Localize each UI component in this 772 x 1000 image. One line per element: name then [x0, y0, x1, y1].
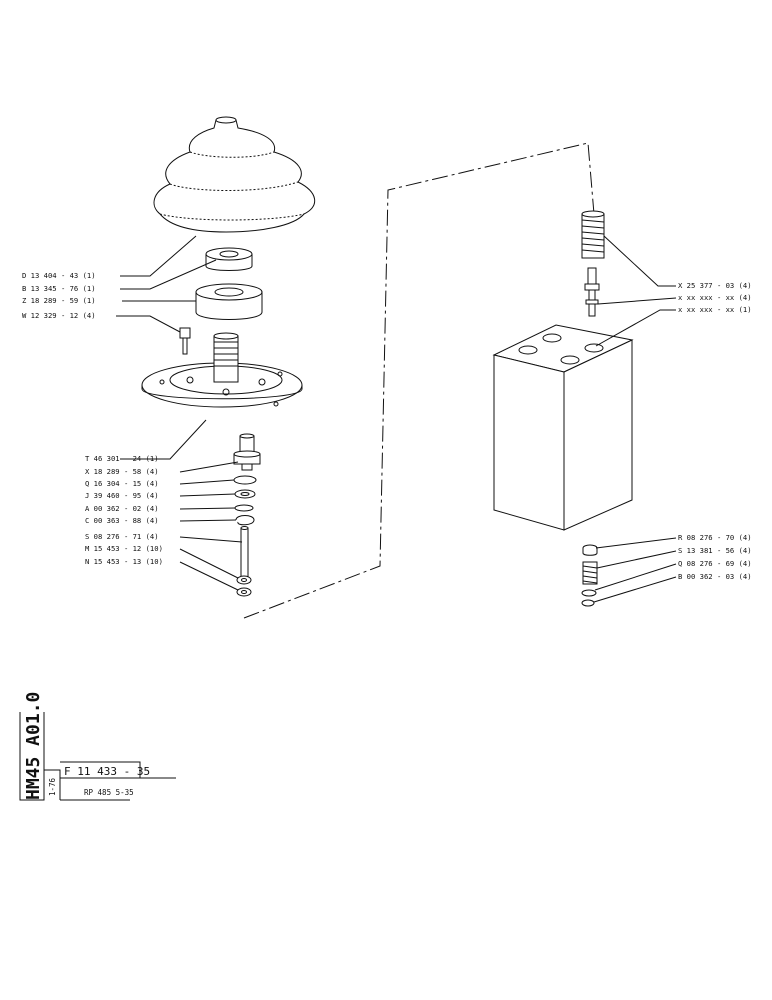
o-ring-part: [233, 475, 257, 485]
label-b-13-345-76: B 13 345 - 76 (1): [22, 284, 96, 293]
label-b-00-362-03: B 00 362 - 03 (4): [678, 572, 752, 581]
date-code: 1-76: [48, 777, 57, 796]
label-t-46-301-24: T 46 301 - 24 (1): [85, 454, 159, 463]
label-j-39-460-95: J 39 460 - 95 (4): [85, 491, 159, 500]
seat-part: [581, 589, 597, 597]
nut-small-part: [236, 575, 252, 585]
label-m-15-453-12: M 15 453 - 12 (10): [85, 544, 163, 553]
label-x-25-377-03: X 25 377 - 03 (4): [678, 281, 752, 290]
label-xx-1: x xx xxx - xx (1): [678, 305, 752, 314]
label-r-08-276-70: R 08 276 - 70 (4): [678, 533, 752, 542]
right-leader-lines: [593, 235, 677, 603]
label-s-08-276-71: S 08 276 - 71 (4): [85, 532, 159, 541]
nut-part: [205, 247, 253, 271]
valve-pin-part: [584, 267, 600, 317]
clip-part: [235, 515, 255, 526]
label-w-12-329-12: W 12 329 - 12 (4): [22, 311, 96, 320]
left-leader-lines: [116, 235, 243, 591]
cap-part: [582, 544, 598, 556]
label-q-08-276-69: Q 08 276 - 69 (4): [678, 559, 752, 568]
reference-code: RP 485 5-35: [84, 788, 134, 797]
ring-small-part: [581, 599, 595, 607]
label-a-00-362-02: A 00 362 - 02 (4): [85, 504, 159, 513]
rod-part: [240, 526, 249, 579]
label-s-13-381-56: S 13 381 - 56 (4): [678, 546, 752, 555]
spring-part: [581, 210, 605, 259]
threaded-stem: [213, 332, 239, 383]
plunger-part: [233, 433, 261, 471]
label-z-18-289-59: Z 18 289 - 59 (1): [22, 296, 96, 305]
label-q-16-304-15: Q 16 304 - 15 (4): [85, 479, 159, 488]
label-n-15-453-13: N 15 453 - 13 (10): [85, 557, 163, 566]
title-block: HM45 A01.0 1-76 F 11 433 - 35 RP 485 5-3…: [19, 692, 176, 801]
drawing-number: F 11 433 - 35: [64, 765, 150, 778]
screw-part: [179, 327, 191, 355]
label-c-00-363-88: C 00 363 - 88 (4): [85, 516, 159, 525]
label-d-13-404-43: D 13 404 - 43 (1): [22, 271, 96, 280]
washer-part: [234, 489, 256, 499]
label-xx-4: x xx xxx - xx (4): [678, 293, 752, 302]
model-code: HM45 A01.0: [23, 692, 44, 800]
bellows-boot: [153, 116, 315, 233]
label-x-18-289-58: X 18 289 - 58 (4): [85, 467, 159, 476]
washer-small-part: [236, 587, 252, 597]
bushing-part: [195, 283, 263, 320]
connector-dashed-line: [243, 142, 595, 619]
spring-small-part: [582, 561, 598, 585]
valve-block: [492, 324, 634, 531]
ring-part: [234, 504, 254, 512]
